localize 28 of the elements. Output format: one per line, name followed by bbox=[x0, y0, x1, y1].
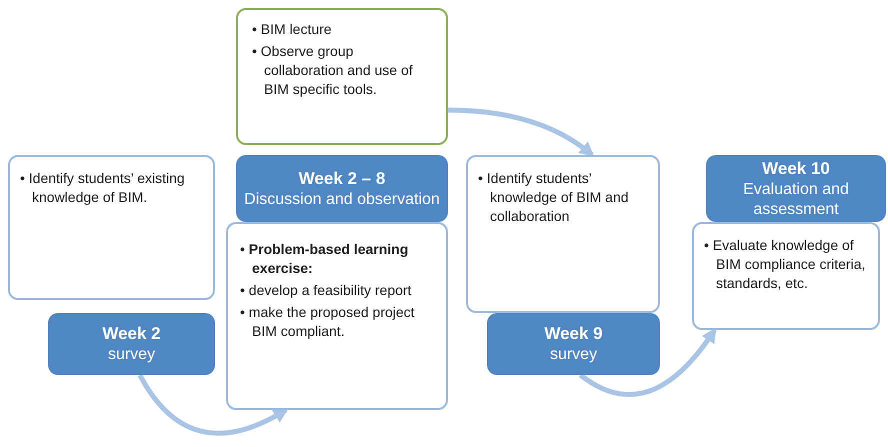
bullet-item: • develop a feasibility report bbox=[240, 281, 412, 300]
curved-arrow bbox=[448, 108, 594, 157]
activity-box bbox=[466, 155, 660, 313]
activity-title: survey bbox=[108, 345, 156, 365]
week-label: Week 9 bbox=[544, 323, 603, 345]
curved-arrow bbox=[138, 374, 289, 436]
bullet-item: • Identify students’ existing knowledge of BIM. bbox=[20, 169, 186, 207]
activity-title: Discussion and observation bbox=[244, 190, 440, 210]
activity-title: survey bbox=[550, 345, 598, 365]
week-label: Week 10 bbox=[762, 158, 830, 180]
curved-arrow bbox=[578, 328, 717, 397]
week-header-box bbox=[487, 313, 660, 375]
bullet-item: • make the proposed project BIM compliant. bbox=[240, 303, 416, 341]
activity-box bbox=[692, 222, 880, 330]
bullet-item: • Problem-based learning exercise: bbox=[240, 240, 410, 278]
bullet-item: • Identify students’ knowledge of BIM and collaboration bbox=[478, 169, 630, 226]
bullet-item: • Evaluate knowledge of BIM compliance criteria, standards, etc. bbox=[704, 236, 866, 293]
week-label: Week 2 bbox=[102, 323, 161, 345]
activity-box bbox=[8, 155, 215, 300]
week-label: Week 2 – 8 bbox=[298, 168, 386, 190]
week-header-box bbox=[48, 313, 215, 375]
bullet-item: • Observe group collaboration and use of BIM specific tools. bbox=[252, 42, 414, 99]
week-header-box bbox=[706, 155, 886, 222]
activity-box bbox=[226, 222, 448, 410]
bullet-item: • BIM lecture bbox=[252, 20, 333, 39]
week-header-box bbox=[236, 155, 448, 222]
lecture-box bbox=[236, 8, 448, 145]
activity-title: Evaluation and assessment bbox=[742, 180, 850, 220]
